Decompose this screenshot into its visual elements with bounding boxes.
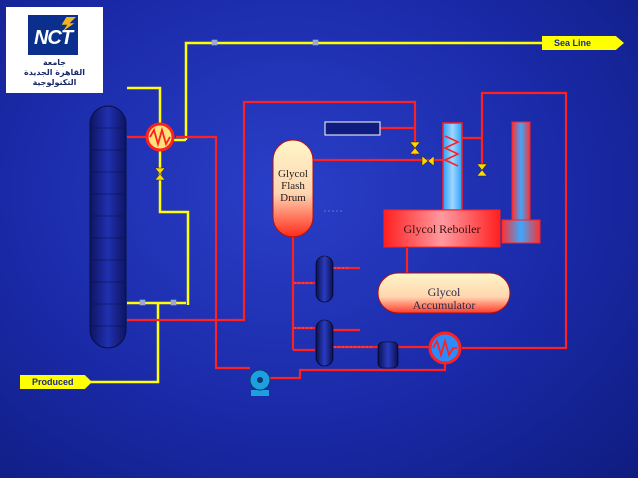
fuel-gas-meter [324, 121, 381, 136]
glycol-pump [249, 369, 271, 396]
filter-branch-pipes [293, 281, 315, 352]
glycol-filters [315, 255, 399, 369]
instrument-marks [139, 39, 374, 348]
accumulator-label-line-2: Accumulator [412, 298, 476, 312]
pump-suction-pipe [214, 320, 250, 370]
logo-line-2: القاهرة الجديدة [23, 68, 86, 77]
glycol-flash-drum [272, 139, 314, 238]
overhead-gas-pipe [127, 86, 190, 305]
fire-stack [501, 121, 541, 244]
filter-outlet-pipes [333, 266, 378, 349]
produced-tag: Produced [20, 375, 92, 389]
valve-still-inlet [421, 155, 435, 167]
logo-mark: NCT [28, 15, 78, 55]
pump-discharge-pipe [270, 362, 447, 380]
logo-line-3: التكنولوجية [32, 78, 77, 87]
flash-drum-label-line-3: Drum [280, 192, 306, 204]
flash-drum-label: Glycol Flash Drum [273, 168, 313, 204]
glycol-reboiler [383, 209, 501, 248]
rich-glycol-pipe [127, 100, 417, 322]
produced-pipe [75, 303, 160, 384]
sea-line-tag: Sea Line [542, 36, 624, 50]
control-valves [154, 141, 488, 181]
flash-drum-label-line-2: Flash [281, 180, 305, 192]
gas-glycol-exchanger [145, 122, 175, 152]
valve-flash-inlet [409, 141, 421, 155]
gas-lines [75, 41, 545, 384]
logo-brand-text: NCT [33, 27, 73, 49]
reboiler-label: Glycol Reboiler [403, 222, 481, 236]
flash-drum-label-line-1: Glycol [278, 168, 308, 180]
hx-outlet-pipe [176, 135, 218, 320]
university-logo: NCT جامعة القاهرة الجديدة التكنولوجية [6, 7, 103, 93]
logo-line-1: جامعة [42, 58, 67, 67]
sea-line-pipe [184, 41, 545, 140]
still-column [442, 122, 463, 211]
accumulator-label: Glycol Accumulator [378, 286, 510, 312]
contactor-column [89, 105, 127, 349]
accumulator-label-line-1: Glycol [427, 285, 461, 299]
still-overhead-pipe [458, 91, 568, 350]
valve-stack [476, 163, 488, 177]
glycol-accumulator [377, 272, 511, 314]
valve-overhead [154, 167, 166, 181]
lean-rich-exchanger [428, 331, 462, 365]
